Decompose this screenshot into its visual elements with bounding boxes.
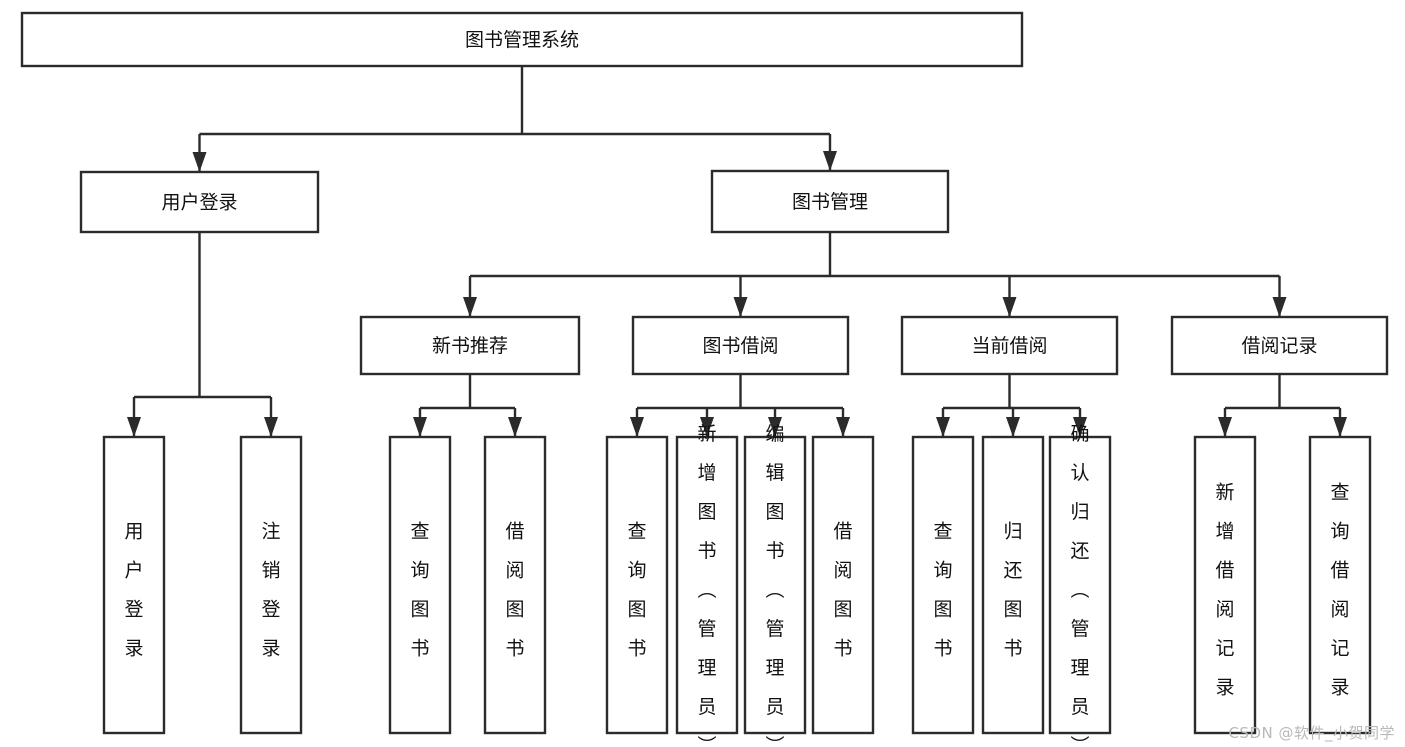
node-label-book-borrow: 图书借阅 bbox=[702, 335, 778, 357]
arrow-head-icon bbox=[768, 417, 782, 437]
node-label-root: 图书管理系统 bbox=[465, 29, 579, 51]
arrow-head-icon bbox=[1218, 417, 1232, 437]
node-leaf-return-book[interactable]: 归还图书 bbox=[981, 435, 1045, 735]
node-leaf-borrow-book-1[interactable]: 借阅图书 bbox=[483, 435, 547, 735]
node-label-leaf-confirm-return: 确认归还︵管理员︶ bbox=[1070, 423, 1089, 747]
node-leaf-query-book-1[interactable]: 查询图书 bbox=[388, 435, 452, 735]
node-box-leaf-logout[interactable] bbox=[239, 435, 303, 735]
node-box-leaf-query-book-2[interactable] bbox=[605, 435, 669, 735]
arrow-head-icon bbox=[192, 152, 207, 172]
node-box-new-book-rec[interactable] bbox=[359, 315, 581, 376]
arrow-head-icon bbox=[1333, 417, 1347, 437]
node-box-leaf-query-record[interactable] bbox=[1308, 435, 1372, 735]
node-leaf-borrow-book-2[interactable]: 借阅图书 bbox=[811, 435, 875, 735]
node-leaf-edit-book[interactable]: 编辑图书︵管理员︶ bbox=[743, 423, 807, 747]
node-box-leaf-add-book[interactable] bbox=[675, 435, 739, 735]
arrow-head-icon bbox=[700, 417, 714, 437]
node-leaf-confirm-return[interactable]: 确认归还︵管理员︶ bbox=[1048, 423, 1112, 747]
arrow-head-icon bbox=[630, 417, 644, 437]
node-user-login[interactable]: 用户登录 bbox=[79, 170, 320, 234]
node-root[interactable]: 图书管理系统 bbox=[20, 11, 1024, 68]
node-borrow-record[interactable]: 借阅记录 bbox=[1170, 315, 1389, 376]
node-box-root[interactable] bbox=[20, 11, 1024, 68]
node-label-leaf-query-book-3: 查询图书 bbox=[933, 520, 952, 659]
node-box-current-borrow[interactable] bbox=[900, 315, 1119, 376]
arrow-head-icon bbox=[127, 417, 141, 437]
node-label-user-login: 用户登录 bbox=[161, 192, 237, 214]
connector-layer bbox=[127, 66, 1347, 437]
arrow-head-icon bbox=[463, 297, 477, 317]
arrow-head-icon bbox=[1002, 297, 1017, 317]
node-new-book-rec[interactable]: 新书推荐 bbox=[359, 315, 581, 376]
arrow-head-icon bbox=[836, 417, 850, 437]
node-box-leaf-return-book[interactable] bbox=[981, 435, 1045, 735]
node-label-leaf-user-login: 用户登录 bbox=[124, 520, 143, 659]
node-leaf-query-record[interactable]: 查询借阅记录 bbox=[1308, 435, 1372, 735]
arrow-head-icon bbox=[733, 297, 748, 317]
node-box-user-login[interactable] bbox=[79, 170, 320, 234]
node-leaf-query-book-2[interactable]: 查询图书 bbox=[605, 435, 669, 735]
node-label-current-borrow: 当前借阅 bbox=[971, 335, 1047, 357]
node-label-leaf-add-record: 新增借阅记录 bbox=[1215, 481, 1234, 698]
node-box-leaf-borrow-book-1[interactable] bbox=[483, 435, 547, 735]
node-leaf-query-book-3[interactable]: 查询图书 bbox=[911, 435, 975, 735]
node-label-book-manage: 图书管理 bbox=[792, 191, 868, 213]
arrow-head-icon bbox=[264, 417, 278, 437]
node-box-borrow-record[interactable] bbox=[1170, 315, 1389, 376]
node-box-leaf-user-login[interactable] bbox=[102, 435, 166, 735]
node-current-borrow[interactable]: 当前借阅 bbox=[900, 315, 1119, 376]
arrow-head-icon bbox=[508, 417, 522, 437]
arrow-head-icon bbox=[823, 151, 837, 171]
node-box-leaf-borrow-book-2[interactable] bbox=[811, 435, 875, 735]
arrow-head-icon bbox=[1006, 417, 1020, 437]
node-book-borrow[interactable]: 图书借阅 bbox=[631, 315, 850, 376]
node-box-book-manage[interactable] bbox=[710, 169, 950, 234]
watermark-text: CSDN @软件_小贺同学 bbox=[1228, 724, 1395, 742]
node-label-leaf-edit-book: 编辑图书︵管理员︶ bbox=[765, 423, 784, 747]
node-layer: 图书管理系统用户登录图书管理新书推荐图书借阅当前借阅借阅记录用户登录注销登录查询… bbox=[20, 11, 1389, 747]
node-box-book-borrow[interactable] bbox=[631, 315, 850, 376]
node-box-leaf-add-record[interactable] bbox=[1193, 435, 1257, 735]
arrow-head-icon bbox=[1073, 417, 1087, 437]
node-leaf-logout[interactable]: 注销登录 bbox=[239, 435, 303, 735]
arrow-head-icon bbox=[1272, 297, 1287, 317]
node-label-borrow-record: 借阅记录 bbox=[1241, 335, 1317, 357]
node-label-new-book-rec: 新书推荐 bbox=[432, 335, 508, 357]
arrow-head-icon bbox=[413, 417, 427, 437]
node-label-leaf-add-book: 新增图书︵管理员︶ bbox=[697, 423, 716, 747]
arrow-head-icon bbox=[936, 417, 950, 437]
node-box-leaf-confirm-return[interactable] bbox=[1048, 435, 1112, 735]
node-box-leaf-edit-book[interactable] bbox=[743, 435, 807, 735]
node-label-leaf-query-book-2: 查询图书 bbox=[627, 520, 646, 659]
node-label-leaf-query-record: 查询借阅记录 bbox=[1330, 481, 1349, 698]
node-box-leaf-query-book-1[interactable] bbox=[388, 435, 452, 735]
node-leaf-add-record[interactable]: 新增借阅记录 bbox=[1193, 435, 1257, 735]
node-label-leaf-logout: 注销登录 bbox=[261, 520, 280, 659]
node-box-leaf-query-book-3[interactable] bbox=[911, 435, 975, 735]
node-book-manage[interactable]: 图书管理 bbox=[710, 169, 950, 234]
node-label-leaf-return-book: 归还图书 bbox=[1003, 520, 1022, 659]
node-leaf-add-book[interactable]: 新增图书︵管理员︶ bbox=[675, 423, 739, 747]
node-label-leaf-borrow-book-2: 借阅图书 bbox=[833, 520, 852, 659]
node-label-leaf-query-book-1: 查询图书 bbox=[410, 520, 429, 659]
node-leaf-user-login[interactable]: 用户登录 bbox=[102, 435, 166, 735]
node-label-leaf-borrow-book-1: 借阅图书 bbox=[505, 520, 524, 659]
